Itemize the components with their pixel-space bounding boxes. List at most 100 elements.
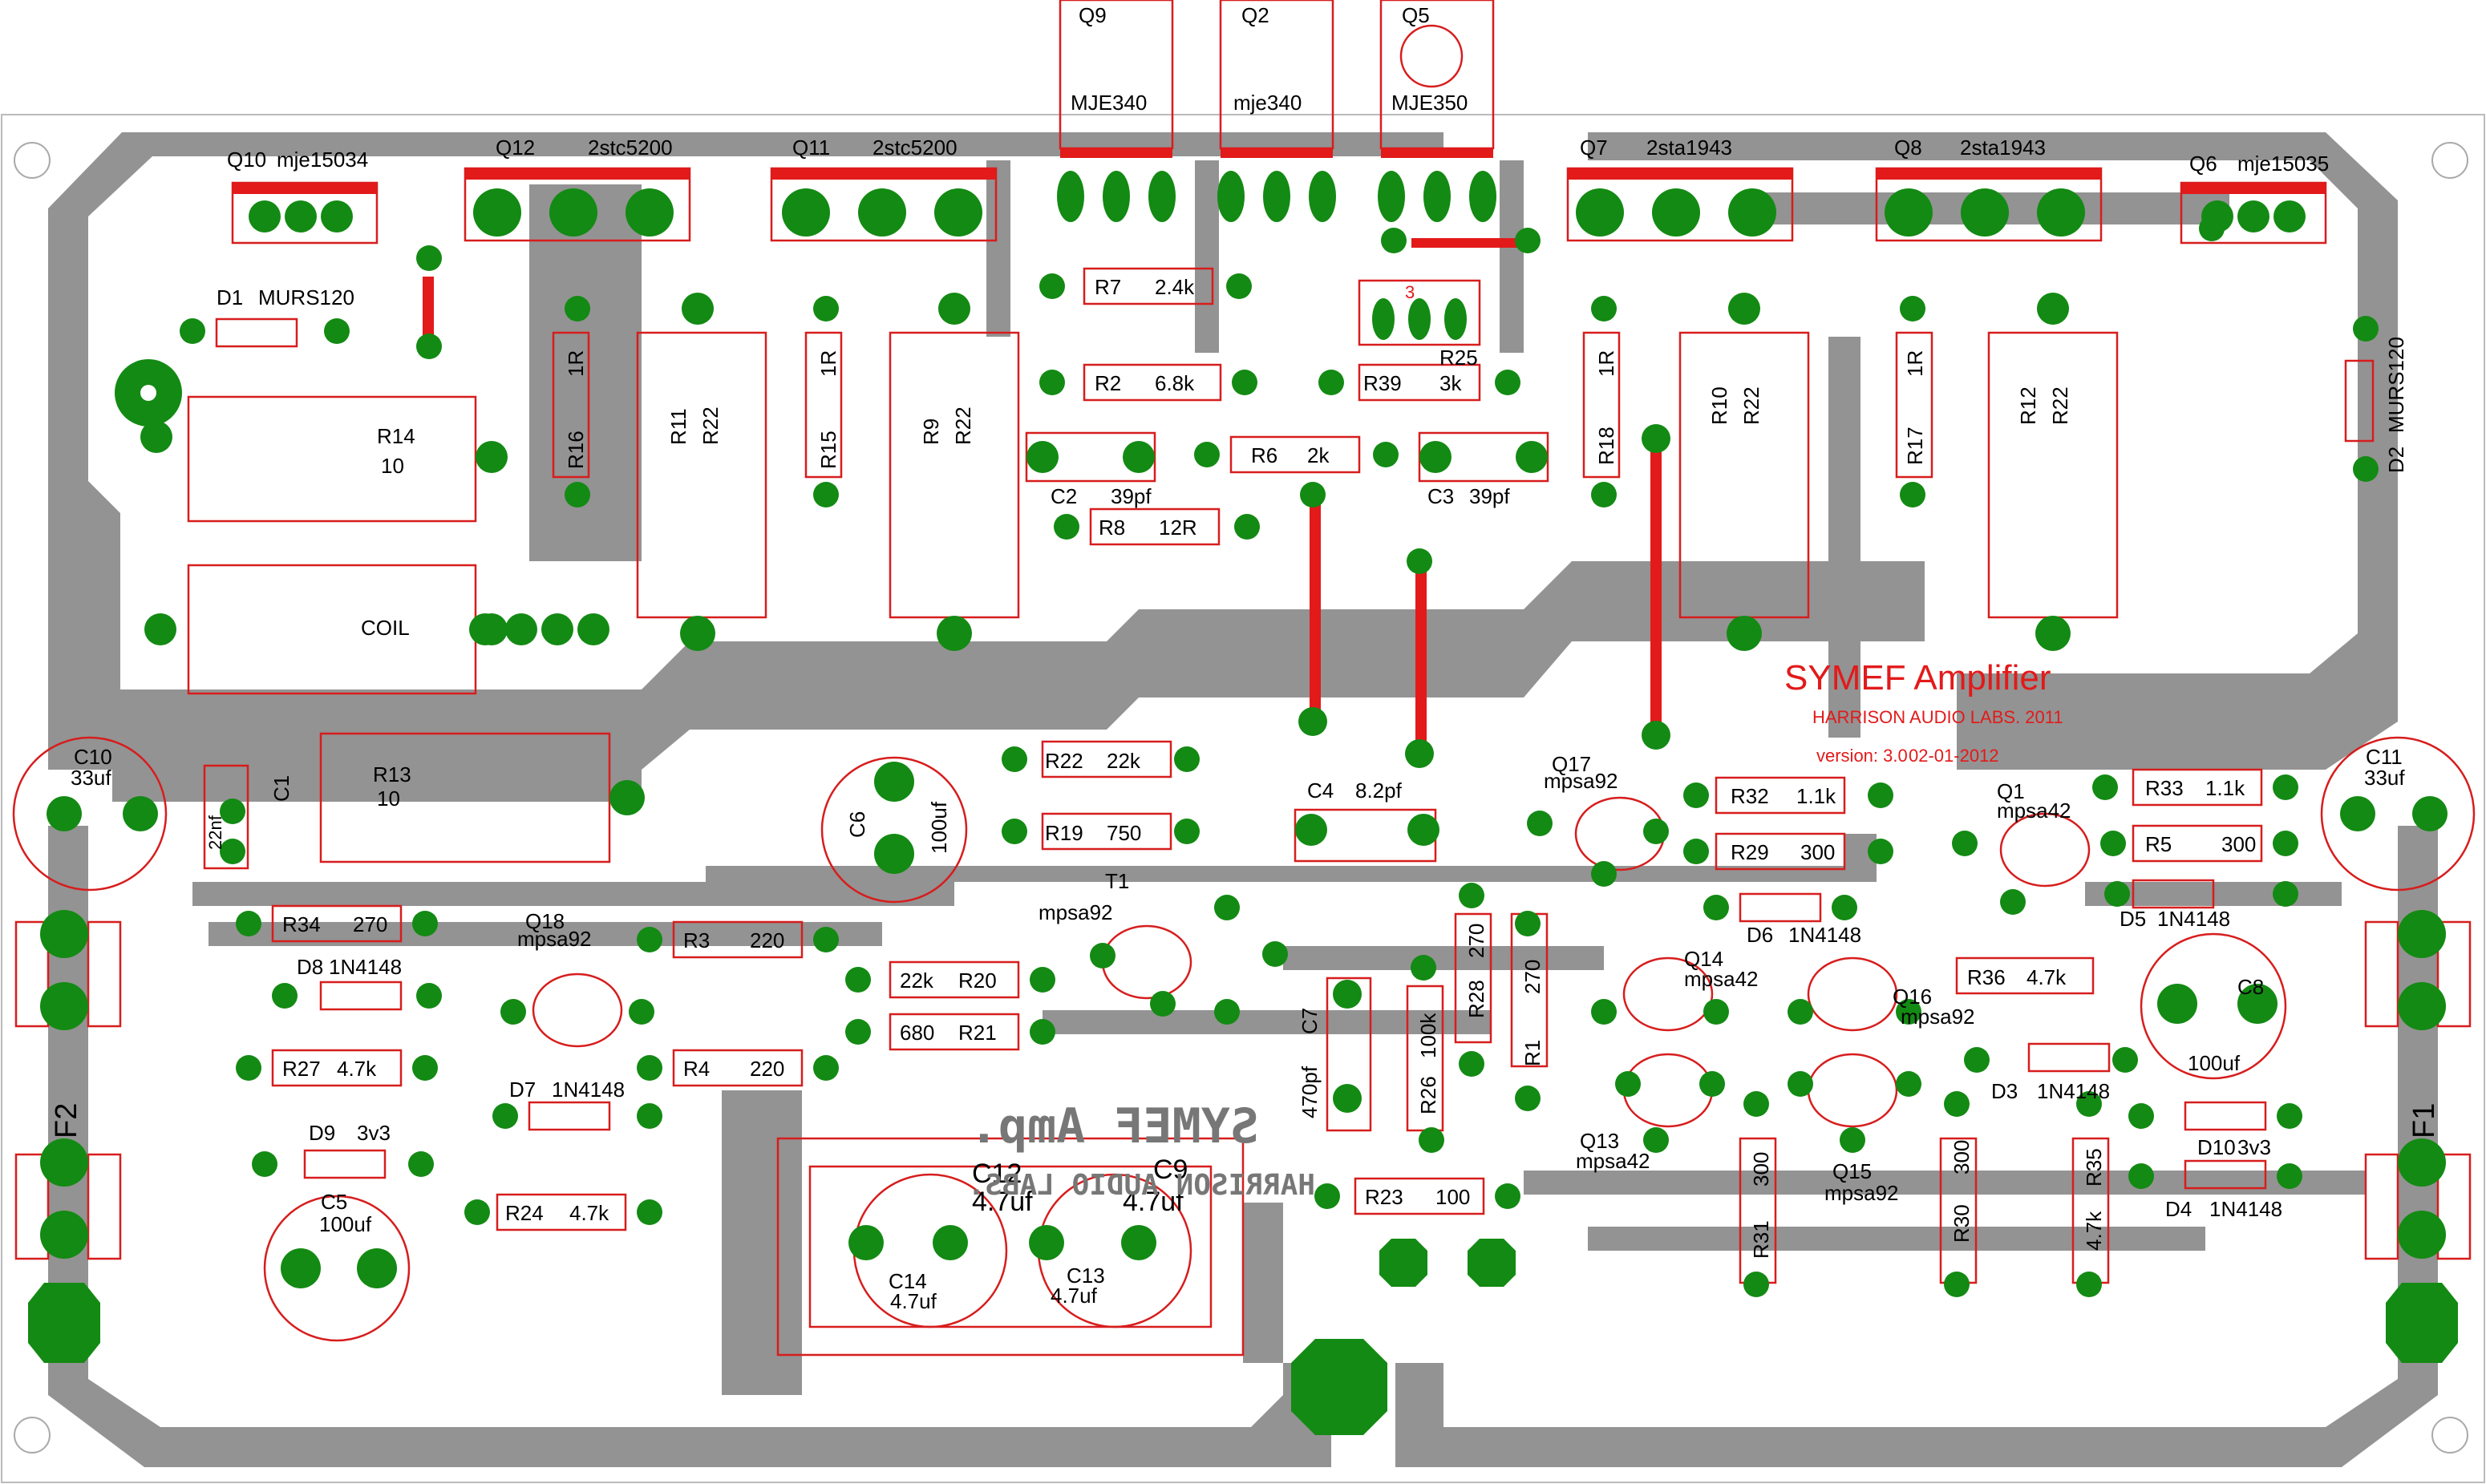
fuse-left-label: F2 <box>50 1103 83 1138</box>
c9-ref: C9 <box>1153 1154 1188 1185</box>
c12-value: 4.7uf <box>972 1187 1033 1217</box>
r5-ref: R5 <box>2145 832 2172 856</box>
q17-ref: Q17 <box>1552 752 1591 776</box>
r2-value: 6.8k <box>1155 371 1195 395</box>
r14-ref: R14 <box>377 424 415 448</box>
r24-value: 4.7k <box>569 1201 609 1225</box>
d6-ref: D6 <box>1747 923 1773 947</box>
t1-ref: T1 <box>1105 869 1129 893</box>
r5-value: 300 <box>2221 832 2256 856</box>
labels: Q10 mje15034 Q12 2stc5200 Q11 2stc5200 Q… <box>50 3 2441 1313</box>
c8-value: 100uf <box>2188 1051 2241 1075</box>
r29-value: 300 <box>1800 840 1835 864</box>
c6-ref: C6 <box>845 811 869 838</box>
r9-value: R22 <box>951 406 975 445</box>
d3-part: 1N4148 <box>2037 1079 2110 1103</box>
c4-value: 8.2pf <box>1355 778 1403 803</box>
r25-ref: R25 <box>1439 346 1478 370</box>
r9-ref: R9 <box>919 419 943 445</box>
r18-ref: R18 <box>1594 427 1618 465</box>
c14-ref: C14 <box>889 1269 927 1293</box>
r31-ref: R31 <box>1749 1220 1773 1259</box>
r29-ref: R29 <box>1731 840 1769 864</box>
copper-layer <box>48 132 2438 1467</box>
r32-ref: R32 <box>1731 784 1769 808</box>
c13-value: 4.7uf <box>1051 1284 1098 1308</box>
c3-ref: C3 <box>1427 484 1454 508</box>
r27-ref: R27 <box>282 1057 321 1081</box>
r31-value: 300 <box>1749 1152 1773 1187</box>
q15-ref: Q15 <box>1832 1159 1872 1183</box>
r13-value: 10 <box>377 786 400 811</box>
q12-ref: Q12 <box>496 135 535 160</box>
q7-ref: Q7 <box>1580 135 1608 160</box>
q6-part: mje15035 <box>2237 152 2329 176</box>
mirrored-title: SYMEF Amp. <box>970 1098 1259 1154</box>
d2-part: MURS120 <box>2384 337 2408 433</box>
d9-part: 3v3 <box>357 1121 391 1145</box>
r15-value: 1R <box>816 350 840 377</box>
r15-ref: R15 <box>816 431 840 469</box>
q10-part: mje15034 <box>277 148 368 172</box>
r35-value: 4.7k <box>2082 1211 2106 1251</box>
c7-ref: C7 <box>1298 1008 1322 1034</box>
transistor-tabs <box>233 148 2326 194</box>
q5-part: MJE350 <box>1391 91 1468 115</box>
d9-ref: D9 <box>309 1121 335 1145</box>
coil-label: COIL <box>361 616 410 640</box>
q10-ref: Q10 <box>227 148 266 172</box>
d5-ref: D5 <box>2120 907 2146 931</box>
d2-ref: D2 <box>2384 447 2408 473</box>
r11-value: R22 <box>698 406 723 445</box>
c4-ref: C4 <box>1307 778 1334 803</box>
c8-ref: C8 <box>2237 975 2264 999</box>
r10-value: R22 <box>1739 386 1763 425</box>
r12-ref: R12 <box>2016 386 2040 425</box>
d1-part: MURS120 <box>258 285 354 309</box>
r28-ref: R28 <box>1464 980 1488 1018</box>
r1-value: 270 <box>1520 960 1545 994</box>
r30-ref: R30 <box>1950 1204 1974 1243</box>
q17-part: mpsa92 <box>1544 769 1618 793</box>
q13-ref: Q13 <box>1580 1129 1619 1153</box>
d8-part: 1N4148 <box>329 955 402 979</box>
jumpers <box>423 238 1662 754</box>
c2-ref: C2 <box>1051 484 1077 508</box>
q18-part: mpsa92 <box>517 927 592 951</box>
c7-value: 470pf <box>1298 1065 1322 1118</box>
r10-ref: R10 <box>1707 386 1731 425</box>
d10-part: 3v3 <box>2237 1135 2271 1159</box>
mounting-holes <box>14 142 2468 1454</box>
r36-ref: R36 <box>1967 965 2006 989</box>
r8-ref: R8 <box>1099 516 1125 540</box>
c2-value: 39pf <box>1111 484 1152 508</box>
r12-value: R22 <box>2048 386 2072 425</box>
d1-ref: D1 <box>217 285 243 309</box>
r3-ref: R3 <box>683 928 710 952</box>
q5-ref: Q5 <box>1402 3 1430 27</box>
q16-ref: Q16 <box>1893 985 1932 1009</box>
d10-ref: D10 <box>2197 1135 2236 1159</box>
d7-ref: D7 <box>509 1078 536 1102</box>
c5-ref: C5 <box>321 1190 347 1214</box>
version-label: version: 3.0 <box>1816 746 1908 766</box>
r6-ref: R6 <box>1251 443 1277 467</box>
c11-value: 33uf <box>2364 766 2405 790</box>
q8-ref: Q8 <box>1894 135 1922 160</box>
board-title: SYMEF Amplifier <box>1784 658 2051 698</box>
r23-ref: R23 <box>1365 1185 1403 1209</box>
d7-part: 1N4148 <box>552 1078 625 1102</box>
q1-ref: Q1 <box>1997 779 2025 803</box>
q6-ref: Q6 <box>2189 152 2217 176</box>
fuse-right-label: F1 <box>2407 1103 2441 1138</box>
r1-ref: R1 <box>1520 1040 1545 1066</box>
d8-ref: D8 <box>297 955 323 979</box>
r34-value: 270 <box>353 912 387 936</box>
r22-value: 22k <box>1107 749 1141 773</box>
q9-ref: Q9 <box>1079 3 1107 27</box>
r21-value: 680 <box>900 1021 934 1045</box>
r28-value: 270 <box>1464 924 1488 958</box>
c11-ref: C11 <box>2366 745 2403 769</box>
r11-ref: R11 <box>666 408 690 445</box>
r20-ref: R20 <box>958 968 997 993</box>
